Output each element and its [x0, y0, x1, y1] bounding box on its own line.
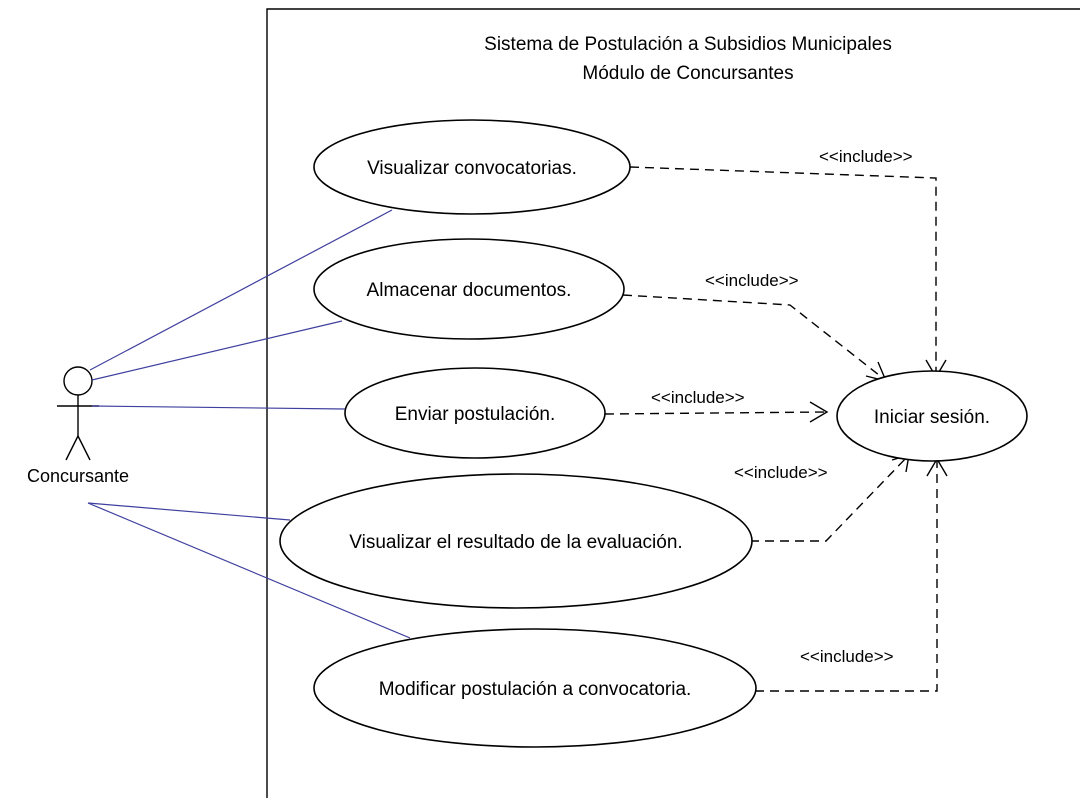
- include-label-uc1: <<include>>: [819, 147, 913, 166]
- include-label-uc4: <<include>>: [734, 463, 828, 482]
- association-uc5: [87, 502, 411, 639]
- use-case-label: Enviar postulación.: [395, 404, 556, 425]
- system-boundary: [266, 8, 1080, 798]
- include-line-uc5: [755, 459, 938, 692]
- use-case-enviar-postulacion[interactable]: Enviar postulación.: [344, 367, 606, 459]
- use-case-label: Visualizar el resultado de la evaluación…: [349, 532, 682, 553]
- use-case-iniciar-sesion[interactable]: Iniciar sesión.: [836, 370, 1028, 462]
- use-case-label: Visualizar convocatorias.: [367, 158, 577, 179]
- use-case-visualizar-convocatorias[interactable]: Visualizar convocatorias.: [313, 119, 631, 215]
- association-uc4: [87, 502, 291, 521]
- association-lines: [87, 209, 411, 639]
- include-line-uc2: [622, 294, 885, 380]
- use-case-visualizar-resultado-evaluacion[interactable]: Visualizar el resultado de la evaluación…: [279, 473, 753, 609]
- association-uc3: [91, 405, 346, 410]
- include-label-uc3: <<include>>: [651, 388, 745, 407]
- include-relations: [604, 166, 948, 692]
- actor-label: Concursante: [27, 466, 129, 486]
- include-line-uc1: [629, 166, 937, 376]
- use-case-label: Modificar postulación a convocatoria.: [379, 679, 692, 700]
- use-case-label: Almacenar documentos.: [367, 280, 572, 301]
- use-case-almacenar-documentos[interactable]: Almacenar documentos.: [313, 238, 625, 340]
- include-line-uc3: [604, 411, 827, 415]
- stick-figure-icon: [57, 366, 99, 461]
- include-line-uc4: [750, 455, 909, 542]
- association-uc2: [91, 320, 343, 381]
- association-uc1: [89, 209, 393, 371]
- arrow-head-uc3: [809, 401, 829, 423]
- use-case-label: Iniciar sesión.: [874, 407, 990, 428]
- system-title-line-1: Sistema de Postulación a Subsidios Munic…: [484, 34, 892, 55]
- system-title-line-2: Módulo de Concursantes: [582, 63, 793, 84]
- include-label-uc2: <<include>>: [705, 271, 799, 290]
- include-label-uc5: <<include>>: [800, 647, 894, 666]
- use-case-modificar-postulacion[interactable]: Modificar postulación a convocatoria.: [313, 628, 757, 748]
